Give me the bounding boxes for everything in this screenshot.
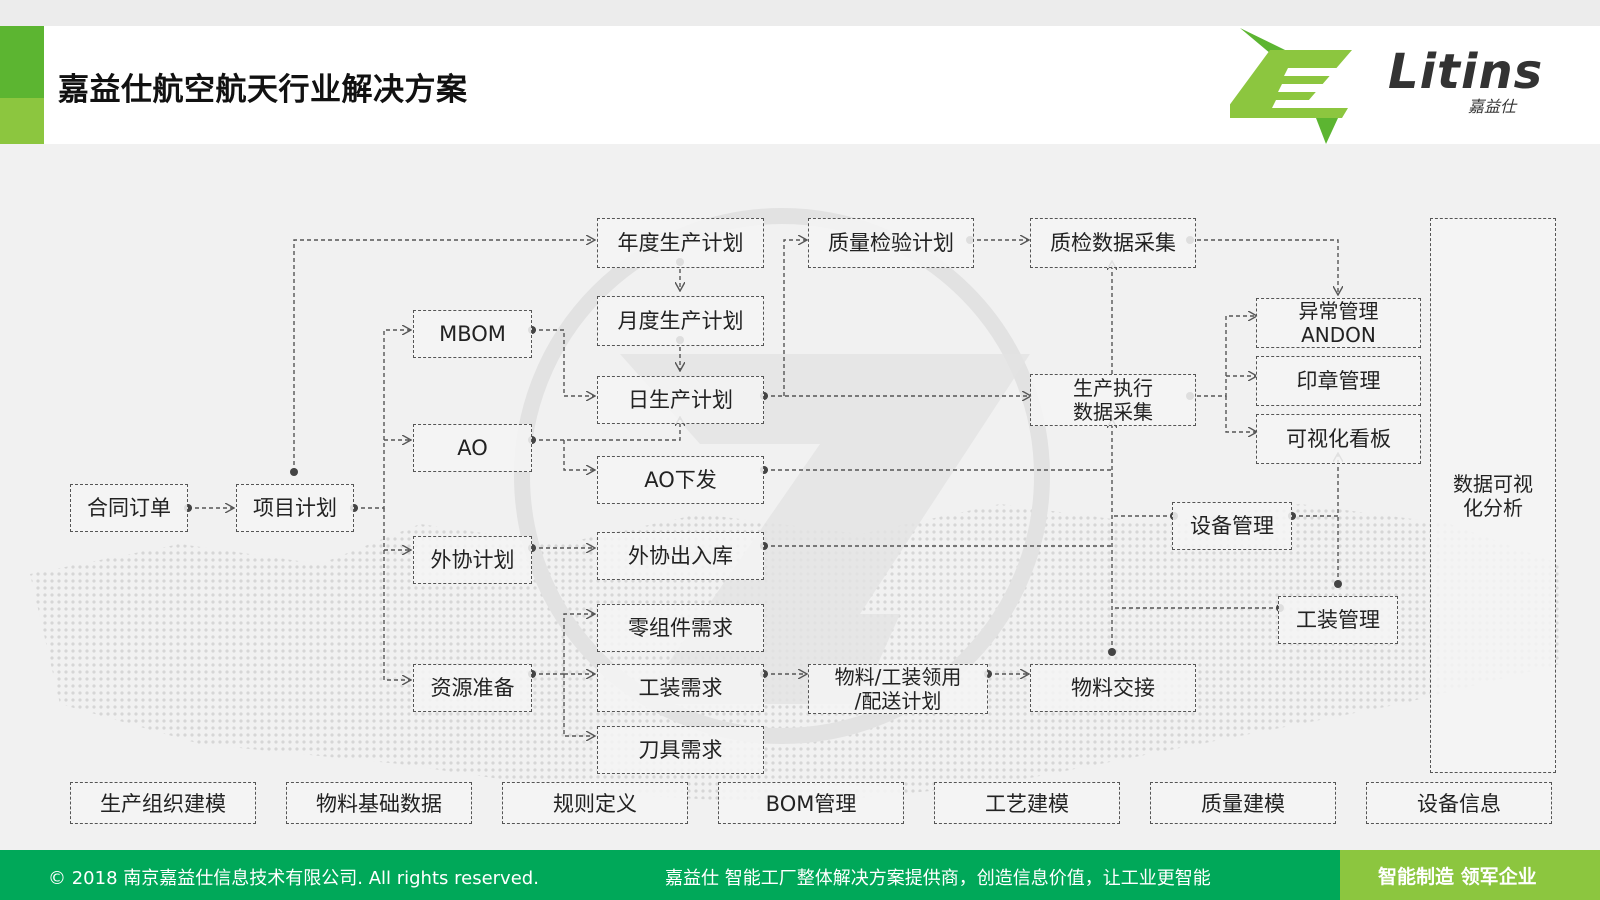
page-title: 嘉益仕航空航天行业解决方案	[58, 72, 468, 108]
node-daily-plan: 日生产计划	[597, 376, 764, 424]
node-seal-mgmt: 印章管理	[1256, 356, 1421, 406]
node-data-analysis-line1: 数据可视	[1453, 471, 1533, 496]
header-accent-dark	[0, 26, 44, 98]
logo-wordmark: Litins	[1388, 44, 1544, 100]
base-material-data: 物料基础数据	[286, 782, 472, 824]
node-contract-order: 合同订单	[70, 484, 188, 532]
footer-slogan: 嘉益仕 智能工厂整体解决方案提供商，创造信息价值，让工业更智能	[665, 868, 1211, 889]
node-ao-issue: AO下发	[597, 456, 764, 504]
node-cutter-demand: 刀具需求	[597, 726, 764, 774]
node-outsource-stock: 外协出入库	[597, 532, 764, 580]
node-material-plan-line1: 物料/工装领用	[834, 665, 962, 689]
footer-tagline: 智能制造 领军企业	[1378, 866, 1537, 888]
node-outsource-plan: 外协计划	[413, 536, 532, 584]
node-monthly-plan: 月度生产计划	[597, 296, 764, 346]
top-strip	[0, 0, 1600, 26]
footer-bar	[0, 850, 1600, 900]
node-material-plan-line2: /配送计划	[854, 689, 942, 713]
node-production-collect-line1: 生产执行	[1073, 376, 1153, 400]
node-tooling-mgmt: 工装管理	[1278, 596, 1398, 644]
base-org-modeling: 生产组织建模	[70, 782, 256, 824]
base-quality-modeling: 质量建模	[1150, 782, 1336, 824]
logo-subtext: 嘉益仕	[1468, 97, 1517, 116]
base-equipment-info: 设备信息	[1366, 782, 1552, 824]
node-ao: AO	[413, 424, 532, 472]
node-andon: 异常管理 ANDON	[1256, 298, 1421, 348]
header-accent-light	[0, 98, 44, 144]
node-material-handover: 物料交接	[1030, 664, 1196, 712]
base-rule-definition: 规则定义	[502, 782, 688, 824]
node-andon-line1: 异常管理	[1298, 299, 1379, 323]
node-data-analysis-line2: 化分析	[1463, 495, 1523, 520]
node-production-collect-line2: 数据采集	[1073, 400, 1153, 424]
footer-copyright: © 2018 南京嘉益仕信息技术有限公司. All rights reserve…	[48, 868, 539, 889]
node-qc-data-collect: 质检数据采集	[1030, 218, 1196, 268]
node-project-plan: 项目计划	[236, 484, 354, 532]
litins-logo-icon	[1230, 28, 1352, 144]
base-bom-mgmt: BOM管理	[718, 782, 904, 824]
node-data-analysis: 数据可视 化分析	[1430, 218, 1556, 773]
node-annual-plan: 年度生产计划	[597, 218, 764, 268]
node-visual-board: 可视化看板	[1256, 414, 1421, 464]
node-equipment-mgmt: 设备管理	[1172, 502, 1292, 550]
background-watermark-icon	[30, 208, 1560, 804]
node-andon-line2: ANDON	[1301, 323, 1376, 347]
node-mbom: MBOM	[413, 310, 532, 358]
node-tooling-demand: 工装需求	[597, 664, 764, 712]
node-quality-plan: 质量检验计划	[808, 218, 974, 268]
base-process-modeling: 工艺建模	[934, 782, 1120, 824]
node-production-collect: 生产执行 数据采集	[1030, 374, 1196, 426]
node-parts-demand: 零组件需求	[597, 604, 764, 652]
node-material-plan: 物料/工装领用 /配送计划	[808, 664, 988, 714]
node-resource-prep: 资源准备	[413, 664, 532, 712]
footer-accent	[1340, 850, 1600, 900]
